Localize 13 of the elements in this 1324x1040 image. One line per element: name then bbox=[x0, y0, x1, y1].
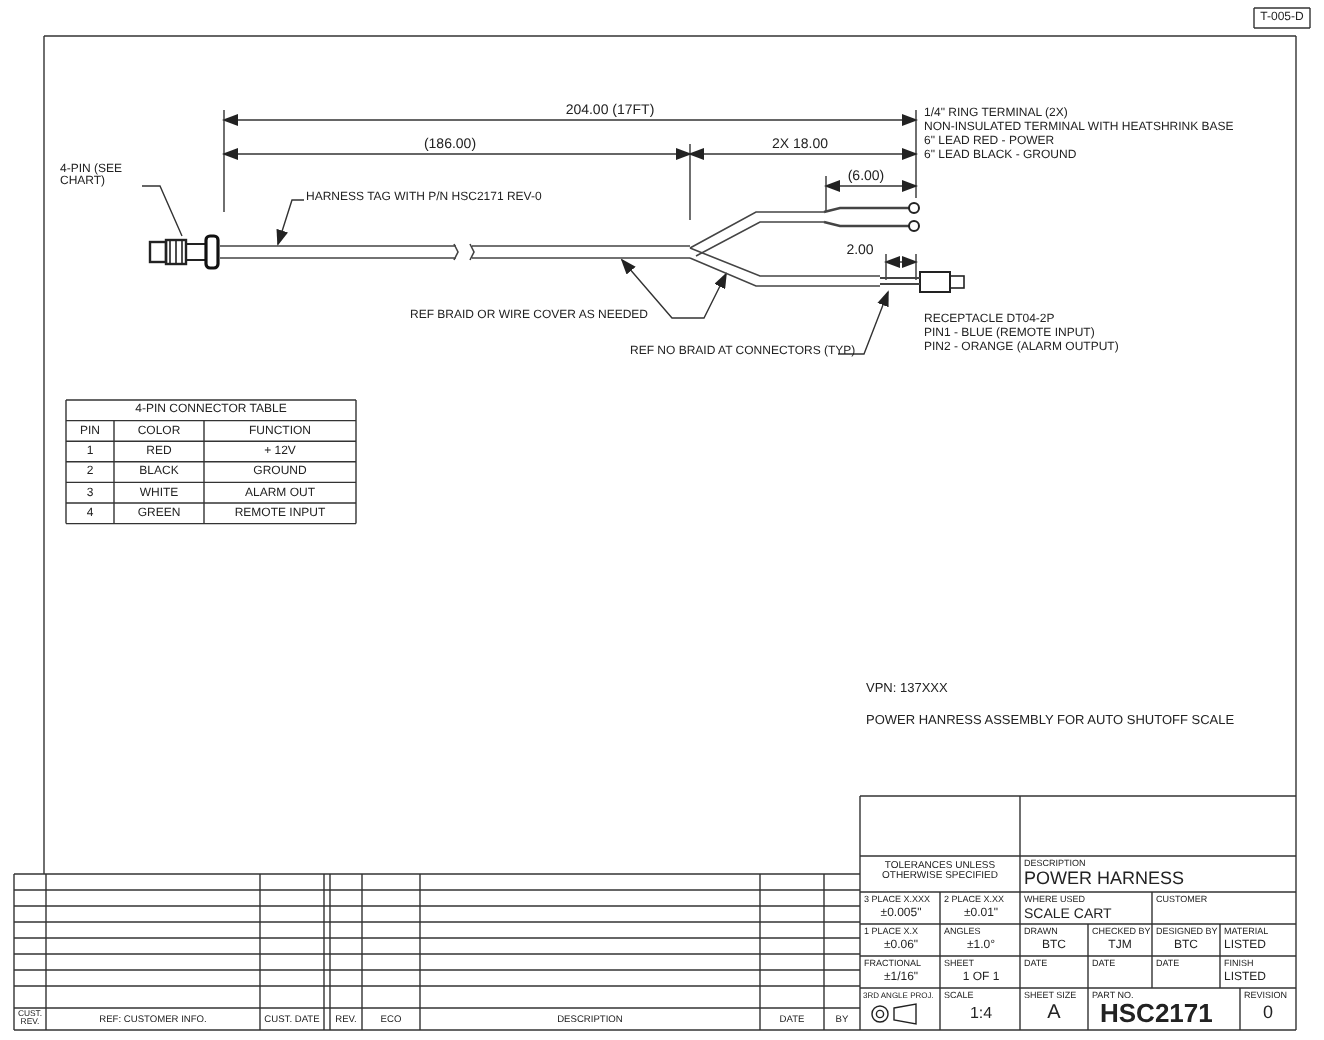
field-value: A bbox=[1045, 1004, 1063, 1025]
field-value: 1:4 bbox=[967, 1006, 995, 1023]
leader-line bbox=[276, 199, 305, 246]
leader-line bbox=[141, 185, 183, 237]
wire-branch-drawing bbox=[690, 248, 920, 292]
leader-line bbox=[687, 272, 727, 319]
leader-line bbox=[620, 258, 689, 319]
field-value: POWER HARNESS bbox=[1024, 870, 1185, 889]
field-value: 0 bbox=[1260, 1004, 1275, 1023]
round-connector-drawing bbox=[146, 232, 222, 272]
part-number: HSC2171 bbox=[1100, 1000, 1213, 1028]
cable-drawing bbox=[220, 244, 690, 260]
leader-line bbox=[837, 290, 889, 355]
